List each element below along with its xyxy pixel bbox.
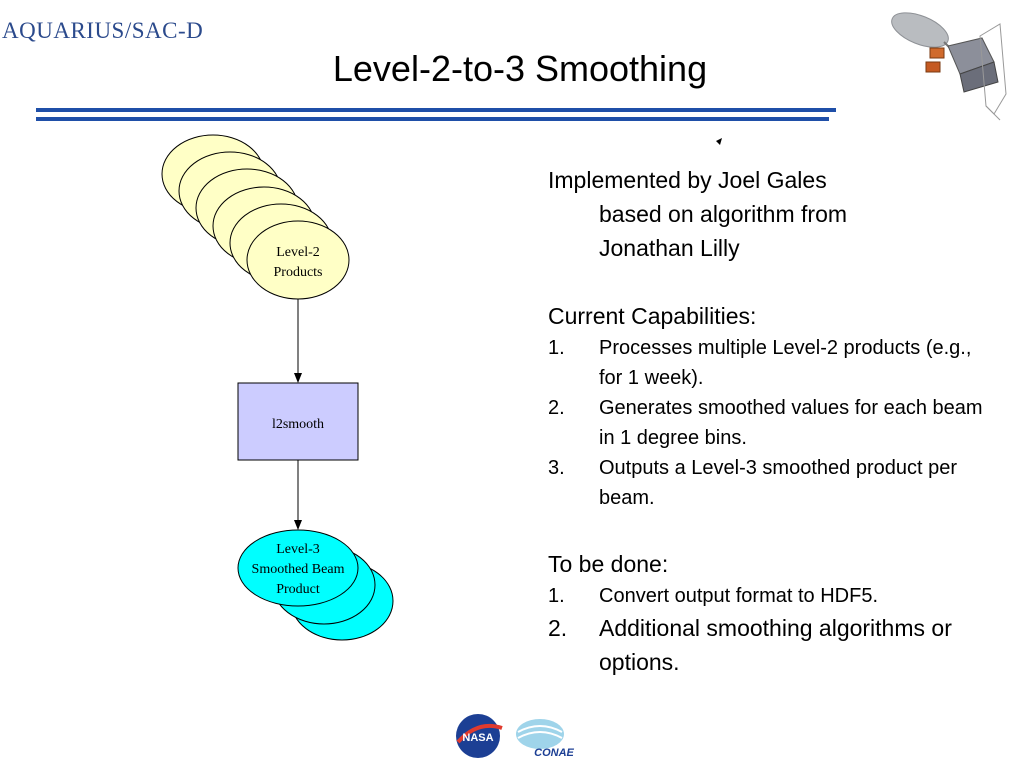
list-item-number: 2.: [548, 615, 568, 641]
level2-node-line1: Level-2: [276, 245, 320, 260]
intro-line-3: Jonathan Lilly: [599, 235, 740, 261]
list-item: 3. Outputs a Level-3 smoothed product per…: [548, 453, 988, 513]
list-item-text: Processes multiple Level-2 products (e.g…: [599, 337, 972, 389]
todo-heading: To be done:: [548, 551, 669, 577]
intro-paragraph: Implemented by Joel Gales based on algor…: [548, 163, 988, 265]
output-stack: Level-3 Smoothed Beam Product: [237, 529, 394, 641]
level3-product-node: [237, 529, 359, 607]
level2-products-node: [246, 220, 350, 300]
intro-line-1: Implemented by Joel Gales: [548, 167, 827, 193]
level2-node-line2: Products: [274, 265, 323, 280]
list-item-number: 1.: [548, 585, 565, 607]
input-stack: Level-2 Products: [161, 134, 350, 300]
slide-title: Level-2-to-3 Smoothing: [332, 48, 708, 89]
list-item-text: Generates smoothed values for each beam …: [599, 397, 983, 449]
list-item-text: Additional smoothing algorithms or optio…: [599, 615, 952, 675]
todo-list: 1. Convert output format to HDF5. 2. Addit…: [548, 581, 988, 679]
list-item-number: 1.: [548, 337, 565, 359]
title-rule-bottom: [36, 117, 829, 121]
capabilities-list: 1. Processes multiple Level-2 products (e…: [548, 333, 988, 513]
info-panel: Implemented by Joel Gales based on algor…: [548, 163, 988, 679]
l2smooth-process-box: [237, 382, 359, 461]
satellite-image: [882, 2, 1010, 124]
level3-node-line2: Smoothed Beam: [252, 562, 345, 577]
list-item: 2. Generates smoothed values for each bea…: [548, 393, 988, 453]
list-item: 1. Processes multiple Level-2 products (e…: [548, 333, 988, 393]
capabilities-heading: Current Capabilities:: [548, 303, 757, 329]
title-rule-top: [36, 108, 836, 112]
list-item-text: Outputs a Level-3 smoothed product per b…: [599, 457, 957, 509]
level3-node-line3: Product: [276, 582, 320, 597]
list-item: 1. Convert output format to HDF5.: [548, 581, 988, 611]
pointer-mark: [716, 138, 722, 145]
nasa-logo: NASA: [456, 714, 503, 758]
intro-line-2: based on algorithm from: [599, 201, 848, 227]
list-item-number: 2.: [548, 397, 565, 419]
aquarius-sacd-logo: AQUARIUS/SAC-D: [2, 18, 204, 43]
svg-text:CONAE: CONAE: [534, 747, 574, 759]
list-item-number: 3.: [548, 457, 565, 479]
list-item-text: Convert output format to HDF5.: [599, 585, 879, 607]
l2smooth-label: l2smooth: [272, 417, 324, 432]
list-item: 2. Additional smoothing algorithms or opt…: [548, 611, 988, 679]
level3-node-line1: Level-3: [276, 542, 320, 557]
footer-logos: NASA CONAE: [456, 714, 575, 759]
svg-text:NASA: NASA: [462, 732, 493, 744]
conae-logo: CONAE: [516, 719, 575, 759]
